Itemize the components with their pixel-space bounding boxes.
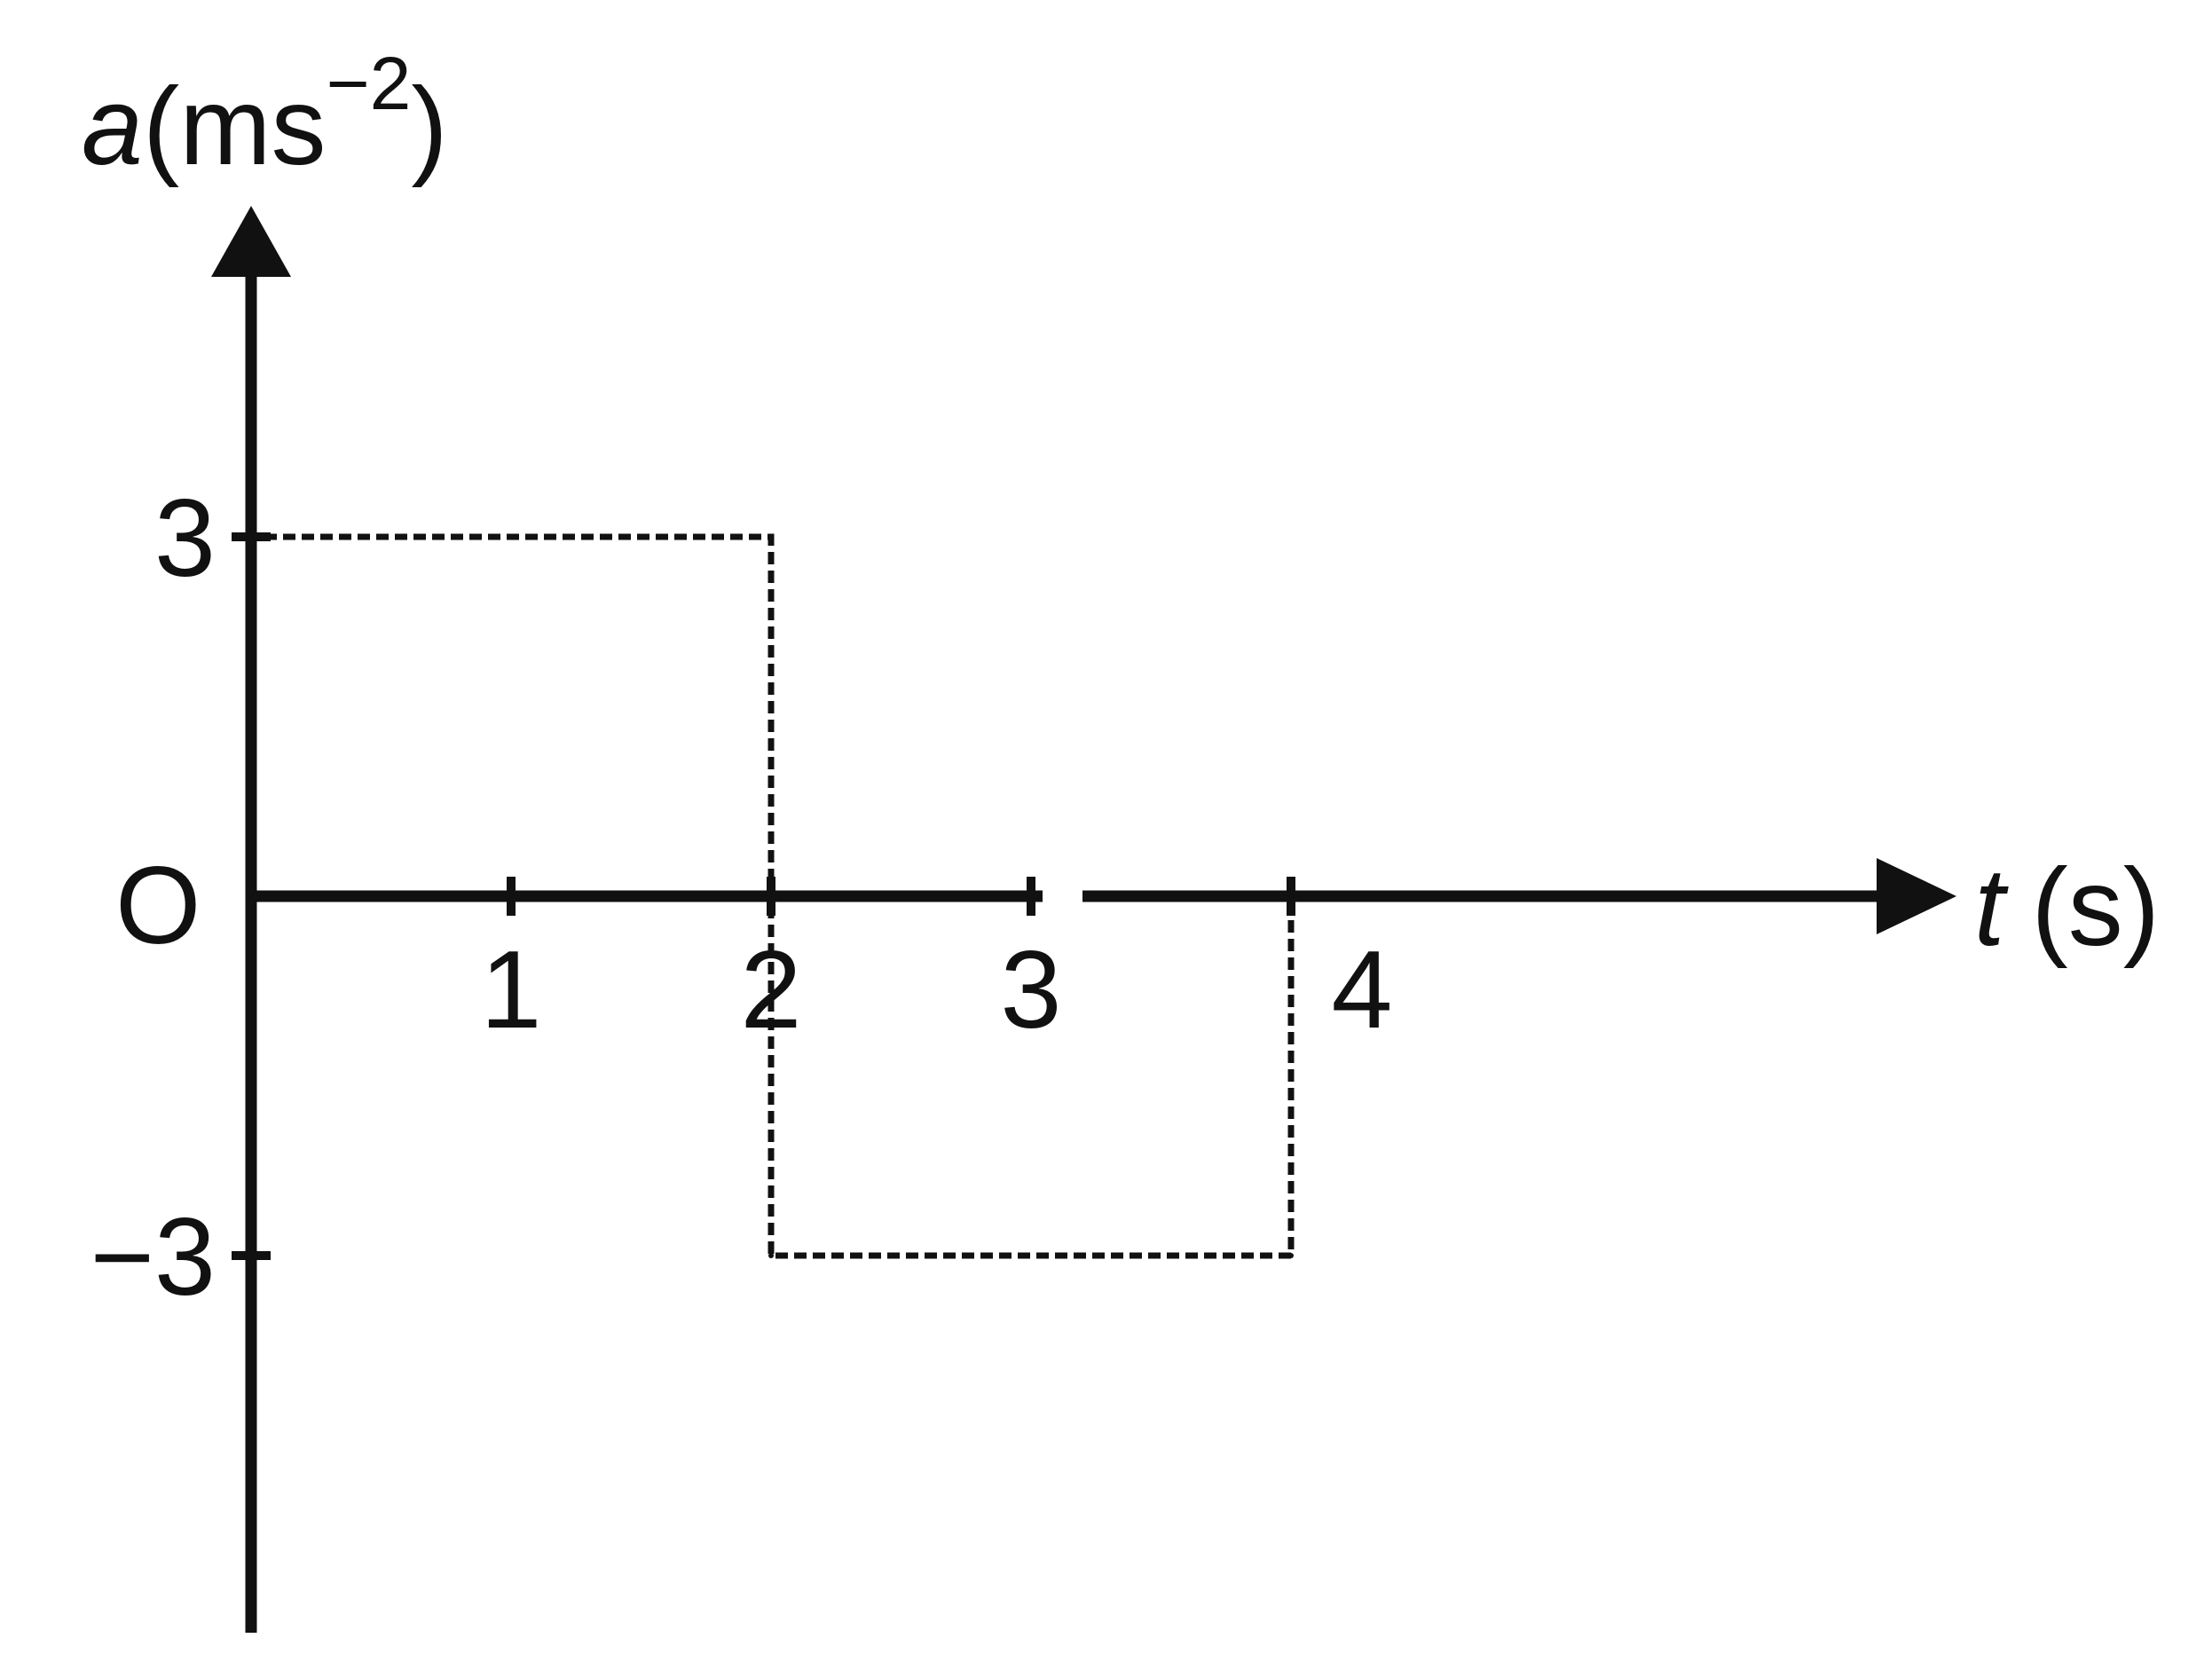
- y-axis-title: a(ms−2): [82, 42, 448, 188]
- x-axis-arrowhead: [1877, 858, 1956, 934]
- y-tick-label: −3: [91, 1196, 216, 1319]
- acceleration-series-line: [248, 533, 1295, 1259]
- y-axis-unit-close: ): [411, 66, 447, 188]
- x-tick-label: 4: [1332, 929, 1393, 1051]
- acceleration-point: [1288, 1253, 1294, 1258]
- y-tick-label: 3: [154, 477, 216, 600]
- x-axis-symbol: t: [1974, 847, 2009, 969]
- acceleration-point: [768, 534, 774, 540]
- origin-label: O: [115, 845, 201, 967]
- y-axis-unit-exponent: −2: [327, 42, 412, 125]
- y-axis-symbol: a: [82, 66, 143, 188]
- x-tick-label: 3: [1001, 929, 1062, 1051]
- acceleration-point: [248, 534, 254, 540]
- y-axis-arrowhead: [211, 206, 291, 277]
- x-axis-title: t(s): [1974, 847, 2160, 969]
- x-axis-unit: (s): [2031, 847, 2160, 969]
- acceleration-point: [1288, 894, 1294, 899]
- acceleration-point: [248, 894, 254, 899]
- x-tick-label: 1: [481, 929, 542, 1051]
- series-layer: [248, 533, 1295, 1259]
- y-axis-unit-open: (ms: [143, 66, 327, 188]
- acceleration-point: [768, 1253, 774, 1258]
